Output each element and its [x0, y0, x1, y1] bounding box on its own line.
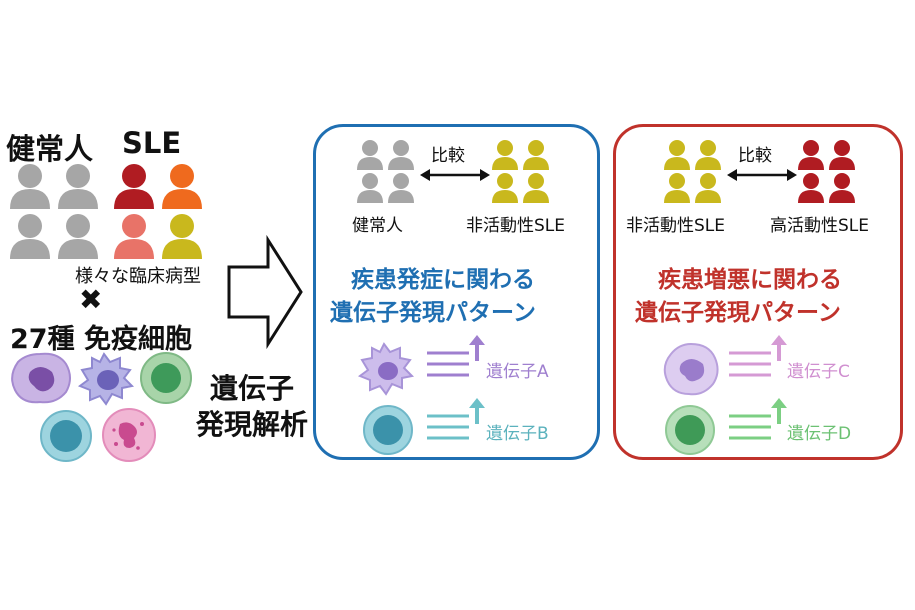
- panel1-gene-a-label: 遺伝子A: [486, 362, 549, 382]
- panel2-title-line1: 疾患増悪に関わる: [658, 267, 842, 293]
- panel1-compare-label: 比較: [431, 146, 465, 166]
- panel1-inactive-sle-people-icon: [492, 140, 549, 203]
- cells-label: 27種 免疫細胞: [10, 324, 192, 355]
- panel2-left-group-label: 非活動性SLE: [626, 216, 726, 236]
- panel1-dendritic-cell-icon: [357, 342, 415, 396]
- panel2-purple-cell-icon: [663, 342, 719, 396]
- process-arrow-icon: [227, 234, 303, 350]
- immune-cells-icon: [11, 352, 192, 462]
- panel2-green-cell-icon: [665, 405, 715, 455]
- panel1-gene-b-label: 遺伝子B: [486, 424, 549, 444]
- panel1-healthy-people-icon: [357, 140, 414, 203]
- panel2-gene-d-label: 遺伝子D: [787, 424, 852, 444]
- panel2-compare-label: 比較: [738, 146, 772, 166]
- sle-patients-icon: [114, 164, 202, 259]
- onset-panel: [313, 124, 600, 460]
- panel1-title-line1: 疾患発症に関わる: [351, 267, 535, 293]
- sle-label: SLE: [122, 126, 182, 160]
- healthy-people-icon: [10, 164, 98, 259]
- panel1-gene-b-expression-icon: [427, 398, 485, 440]
- panel2-gene-c-expression-icon: [729, 335, 787, 377]
- phenotypes-label: 様々な臨床病型: [75, 266, 201, 287]
- panel2-gene-d-expression-icon: [729, 398, 787, 440]
- panel2-right-group-label: 高活動性SLE: [770, 216, 870, 236]
- panel2-active-sle-people-icon: [798, 140, 855, 203]
- panel2-gene-c-label: 遺伝子C: [787, 362, 850, 382]
- panel1-compare-arrow-icon: [420, 169, 490, 181]
- panel1-left-group-label: 健常人: [352, 216, 403, 236]
- panel1-gene-a-expression-icon: [427, 335, 485, 377]
- panel2-title-line2: 遺伝子発現パターン: [635, 300, 841, 326]
- panel2-compare-arrow-icon: [727, 169, 797, 181]
- analysis-label-line1: 遺伝子: [210, 372, 295, 405]
- healthy-label: 健常人: [6, 132, 94, 166]
- analysis-label-line2: 発現解析: [196, 408, 309, 441]
- worsen-panel: [613, 124, 903, 460]
- panel1-right-group-label: 非活動性SLE: [466, 216, 566, 236]
- panel1-title-line2: 遺伝子発現パターン: [330, 300, 536, 326]
- panel2-inactive-sle-people-icon: [664, 140, 721, 203]
- panel1-blue-cell-icon: [363, 405, 413, 455]
- cross-icon: ✖: [79, 283, 103, 316]
